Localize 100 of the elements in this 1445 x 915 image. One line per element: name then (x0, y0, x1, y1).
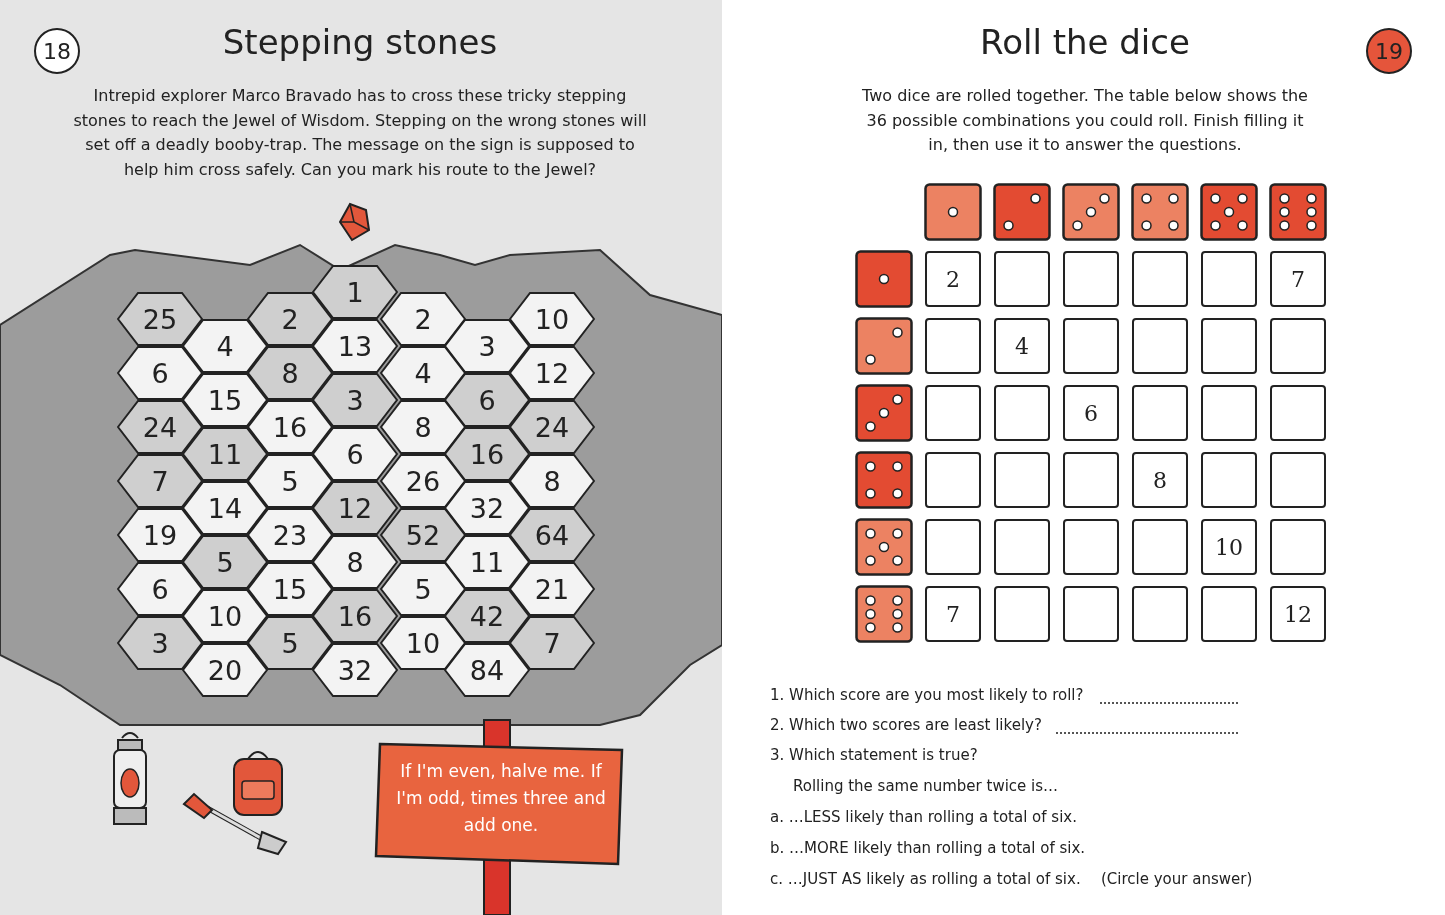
stepping-stone (380, 400, 466, 454)
stepping-stone (509, 616, 595, 670)
stepping-stone (509, 454, 595, 508)
stepping-stone (182, 589, 268, 643)
stepping-stone (509, 508, 595, 562)
stepping-stone (444, 427, 530, 481)
stepping-stone (247, 508, 333, 562)
stepping-stone (117, 508, 203, 562)
stone-number: 24 (534, 411, 570, 443)
table-cell: 8 (1132, 452, 1188, 508)
stone-number: 6 (151, 573, 169, 605)
stepping-stone (444, 481, 530, 535)
stepping-stone (117, 346, 203, 400)
stepping-stone (182, 481, 268, 535)
stone-number: 64 (534, 519, 570, 551)
stone-number: 52 (405, 519, 441, 551)
stone-number: 16 (337, 600, 373, 632)
stepping-stone (117, 292, 203, 346)
stepping-stone (247, 346, 333, 400)
stone-number: 10 (207, 600, 243, 632)
stone-number: 11 (207, 438, 243, 470)
table-cell: 4 (994, 318, 1050, 374)
stone-number: 6 (151, 357, 169, 389)
stepping-stone (312, 373, 398, 427)
stone-number: 32 (469, 492, 505, 524)
stone-number: 5 (216, 546, 234, 578)
stepping-stone (444, 589, 530, 643)
table-cell: 7 (925, 586, 981, 642)
stone-number: 12 (534, 357, 570, 389)
stepping-stone (509, 292, 595, 346)
stone-number: 4 (414, 357, 432, 389)
stepping-stone (380, 292, 466, 346)
stone-number: 11 (469, 546, 505, 578)
stepping-stone (444, 373, 530, 427)
stone-number: 25 (142, 303, 178, 335)
stepping-stone (312, 481, 398, 535)
stone-number: 6 (346, 438, 364, 470)
stone-number: 13 (337, 330, 373, 362)
table-cell: 6 (1063, 385, 1119, 441)
stone-number: 12 (337, 492, 373, 524)
stepping-stone (182, 643, 268, 697)
stepping-stone (509, 400, 595, 454)
stone-number: 3 (346, 384, 364, 416)
question-text: 3. Which statement is true? (770, 746, 978, 764)
stepping-stone (444, 319, 530, 373)
stone-number: 19 (142, 519, 178, 551)
stepping-stone (312, 265, 398, 319)
stepping-stone (509, 346, 595, 400)
stepping-stone (312, 535, 398, 589)
stone-number: 8 (414, 411, 432, 443)
stepping-stone (117, 454, 203, 508)
answer-option: Rolling the same number twice is… (793, 777, 1059, 795)
stone-number: 21 (534, 573, 570, 605)
stone-number: 3 (478, 330, 496, 362)
page-title: Roll the dice (979, 22, 1191, 62)
table-cell: 10 (1201, 519, 1257, 575)
stepping-stone (247, 562, 333, 616)
stone-number: 8 (346, 546, 364, 578)
table-cell: 2 (925, 251, 981, 307)
stepping-stone (247, 292, 333, 346)
stepping-stone (312, 643, 398, 697)
stone-number: 8 (543, 465, 561, 497)
stone-number: 2 (414, 303, 432, 335)
intro-paragraph: Two dice are rolled together. The table below shows the 36 possible combinations you could roll. Finish filling it in, then use it to answer the questions. (861, 85, 1309, 156)
question-text: 2. Which two scores are least likely? (770, 716, 1042, 734)
stone-number: 42 (469, 600, 505, 632)
answer-option: a. …LESS likely than rolling a total of six. (770, 808, 1077, 826)
stone-number: 84 (469, 654, 505, 686)
stone-number: 1 (346, 276, 364, 308)
stepping-stone (444, 535, 530, 589)
stone-number: 24 (142, 411, 178, 443)
stone-number: 10 (405, 627, 441, 659)
stepping-stone (444, 643, 530, 697)
stepping-stone (247, 454, 333, 508)
stone-number: 8 (281, 357, 299, 389)
stepping-stone (117, 616, 203, 670)
stone-number: 5 (414, 573, 432, 605)
question-text: 1. Which score are you most likely to roll? (770, 686, 1084, 704)
stone-number: 16 (469, 438, 505, 470)
answer-option: b. …MORE likely than rolling a total of six. (770, 839, 1086, 857)
stepping-stone (312, 427, 398, 481)
page-title: Stepping stones (221, 22, 499, 62)
stepping-stone (509, 562, 595, 616)
stone-number: 14 (207, 492, 243, 524)
stone-number: 4 (216, 330, 234, 362)
stone-number: 6 (478, 384, 496, 416)
stone-number: 26 (405, 465, 441, 497)
intro-paragraph: Intrepid explorer Marco Bravado has to cross these tricky stepping stones to reach the Jewel of Wisdom. Stepping on the wrong stones will set off a deadly booby-trap. The message on the sign is supposed to help him cross safely. Can you mark his route to the Jewel? (72, 85, 648, 181)
stepping-stone (312, 589, 398, 643)
stone-number: 3 (151, 627, 169, 659)
table-cell: 12 (1270, 586, 1326, 642)
stepping-stone (182, 427, 268, 481)
stone-number: 5 (281, 627, 299, 659)
stepping-stone (380, 508, 466, 562)
stone-number: 10 (534, 303, 570, 335)
stone-number: 16 (272, 411, 308, 443)
stepping-stone (117, 562, 203, 616)
stepping-stone (117, 400, 203, 454)
stepping-stone (380, 346, 466, 400)
stone-number: 32 (337, 654, 373, 686)
